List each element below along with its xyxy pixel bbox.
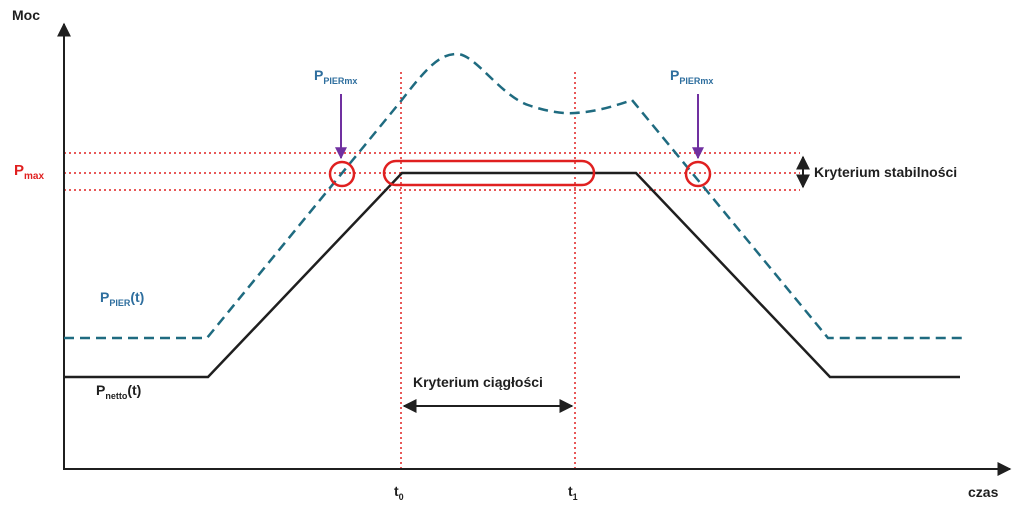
left-crossing-circle [328,160,356,188]
pmax-label: Pmax [14,162,44,182]
t0-label: t0 [394,483,404,502]
continuity-label: Kryterium ciągłości [413,374,543,390]
netto-series-label: Pnetto(t) [96,382,141,401]
right-crossing-circle [684,160,712,188]
x-axis-label: czas [968,484,999,500]
pier-series-label: PPIER(t) [100,289,144,308]
pier-marker-left-label: PPIERmx [314,67,357,86]
plateau-highlight [382,159,596,187]
pier-curve [64,52,962,340]
t1-label: t1 [568,483,578,502]
y-axis-label: Moc [12,7,40,23]
pier-marker-right-label: PPIERmx [670,67,713,86]
netto-curve [64,171,960,379]
stability-label: Kryterium stabilności [814,164,957,180]
